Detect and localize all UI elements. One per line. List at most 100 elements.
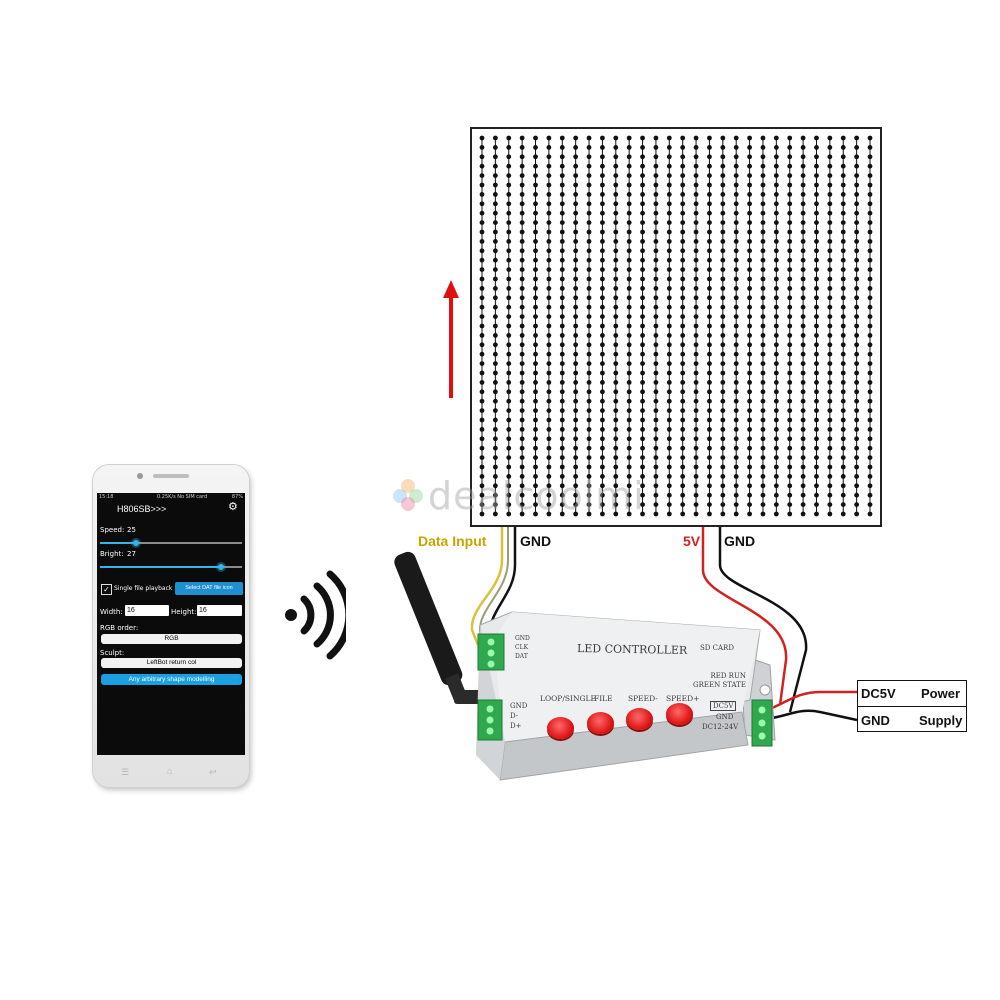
led-pixel — [626, 474, 632, 479]
led-pixel — [559, 257, 565, 263]
led-pixel — [479, 304, 485, 310]
power-box-divider — [858, 706, 966, 707]
led-pixel — [533, 135, 538, 141]
led-pixel — [600, 229, 605, 235]
led-pixel — [600, 154, 605, 160]
led-pixel — [680, 210, 686, 216]
led-pixel — [640, 342, 645, 348]
sculpt-select[interactable]: LeftBot return col — [101, 658, 242, 668]
led-pixel — [479, 314, 485, 319]
led-pixel — [626, 210, 632, 216]
led-pixel — [613, 502, 619, 507]
led-pixel — [492, 182, 498, 188]
gnd-label-right: GND — [724, 533, 756, 549]
led-pixel — [533, 474, 538, 479]
led-pixel — [747, 229, 752, 235]
led-pixel — [640, 427, 645, 432]
led-pixel — [814, 295, 819, 301]
led-pixel — [747, 276, 752, 282]
led-pixel — [479, 427, 485, 432]
led-pixel — [680, 201, 686, 207]
speed-slider[interactable] — [100, 542, 242, 544]
led-pixel — [720, 229, 726, 235]
led-pixel — [840, 398, 846, 404]
led-pixel — [559, 267, 565, 272]
led-pixel — [680, 304, 686, 310]
led-pixel — [626, 427, 632, 432]
led-pixel — [693, 267, 699, 272]
led-pixel — [666, 474, 672, 479]
led-pixel — [519, 361, 525, 366]
menu-icon[interactable]: ☰ — [121, 767, 130, 777]
led-pixel — [760, 145, 766, 150]
led-pixel — [680, 511, 686, 517]
select-dat-button[interactable]: Select DAT file icon — [175, 582, 243, 595]
speed-minus-button[interactable] — [626, 708, 653, 730]
led-pixel — [827, 398, 833, 404]
led-pixel — [827, 408, 833, 413]
bright-slider-thumb[interactable] — [217, 564, 224, 570]
height-input[interactable]: 16 — [197, 605, 242, 616]
led-pixel — [519, 464, 525, 470]
led-pixel — [519, 304, 525, 310]
single-file-checkbox[interactable]: ✓ — [101, 584, 112, 595]
led-pixel — [747, 408, 752, 413]
led-pixel — [506, 229, 512, 235]
led-pixel — [867, 267, 873, 272]
led-pixel — [479, 257, 485, 263]
led-pixel — [640, 464, 645, 470]
led-pixel — [747, 323, 752, 329]
file-button[interactable] — [587, 712, 614, 734]
led-pixel — [666, 427, 672, 432]
led-pixel — [840, 323, 846, 329]
led-pixel — [533, 445, 538, 451]
led-pixel — [773, 361, 779, 366]
led-pixel — [573, 342, 579, 348]
led-pixel — [720, 436, 726, 442]
width-input[interactable]: 16 — [125, 605, 169, 616]
led-pixel — [640, 492, 645, 498]
led-pixel — [827, 286, 833, 291]
led-pixel — [640, 304, 645, 310]
led-pixel — [479, 154, 485, 160]
led-pixel — [600, 163, 605, 169]
led-pixel — [800, 239, 806, 244]
led-pixel — [653, 389, 659, 395]
led-pixel — [747, 389, 752, 395]
loop-single-button[interactable] — [547, 717, 574, 739]
speed-plus-button[interactable] — [666, 703, 693, 725]
led-pixel — [626, 276, 632, 282]
led-pixel — [840, 220, 846, 225]
led-pixel — [760, 483, 766, 489]
led-pixel — [533, 455, 538, 460]
led-pixel — [506, 380, 512, 385]
led-pixel — [666, 248, 672, 254]
led-pixel — [800, 445, 806, 451]
file-label: FILE — [594, 694, 613, 703]
led-pixel — [559, 511, 565, 517]
rgb-order-select[interactable]: RGB — [101, 634, 242, 644]
led-pixel — [573, 333, 579, 338]
shape-modelling-button[interactable]: Any arbitrary shape modelling — [101, 674, 242, 685]
led-pixel — [600, 436, 605, 442]
led-pixel — [814, 239, 819, 244]
led-pixel — [854, 220, 860, 225]
home-icon[interactable]: ⌂ — [167, 766, 173, 776]
led-pixel — [800, 361, 806, 366]
led-pixel — [867, 323, 873, 329]
led-pixel — [854, 286, 860, 291]
led-pixel — [747, 436, 752, 442]
led-pixel — [760, 502, 766, 507]
output-terminal-labels: GND D- D+ — [510, 702, 528, 730]
led-pixel — [479, 502, 485, 507]
led-pixel — [867, 276, 873, 282]
back-icon[interactable]: ↩ — [209, 767, 217, 777]
led-pixel — [586, 267, 592, 272]
gear-icon[interactable]: ⚙ — [228, 501, 238, 513]
led-pixel — [666, 380, 672, 385]
led-pixel — [733, 370, 739, 376]
led-pixel — [546, 445, 552, 451]
led-pixel — [559, 173, 565, 178]
led-pixel — [814, 163, 819, 169]
speed-slider-thumb[interactable] — [132, 540, 139, 546]
